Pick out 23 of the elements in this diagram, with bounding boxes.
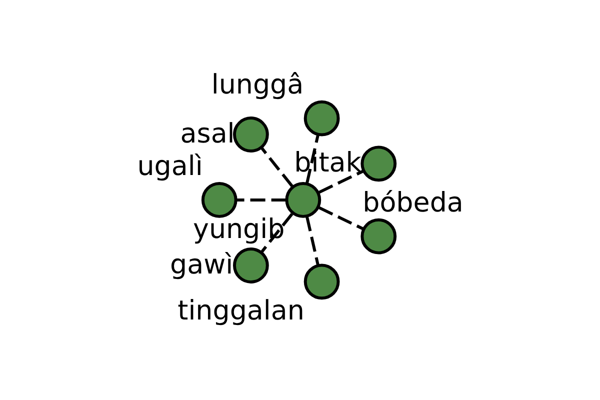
node-circle	[360, 146, 396, 182]
node-circle	[303, 264, 340, 300]
node-label: yungib	[192, 214, 284, 245]
node-label: lunggâ	[210, 70, 304, 100]
connector	[318, 206, 364, 230]
connector	[260, 146, 293, 188]
node-label: asal	[180, 118, 234, 150]
connector	[318, 170, 364, 194]
node-label: bóbeda	[362, 188, 463, 219]
node-label: ugalì	[136, 151, 202, 182]
node-circle	[284, 182, 321, 218]
connector	[304, 216, 319, 266]
node-circle	[200, 182, 237, 218]
connector	[304, 134, 319, 184]
node-circle	[303, 100, 340, 136]
node-label: tinggalan	[177, 296, 304, 327]
node-label: gawì	[170, 250, 233, 281]
node-circle	[360, 218, 396, 254]
node-label: bitak	[294, 148, 361, 179]
node-circle	[232, 248, 268, 284]
node-circle	[232, 116, 268, 152]
connector	[236, 198, 286, 202]
connector	[260, 212, 293, 254]
